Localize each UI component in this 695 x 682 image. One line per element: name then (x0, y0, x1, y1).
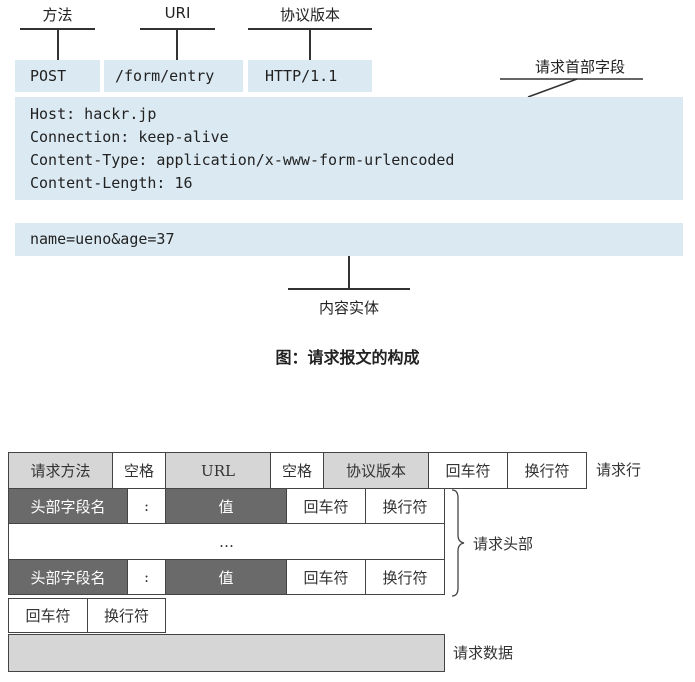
header-value-cell: 值 (165, 488, 287, 524)
uri-value: /form/entry (115, 67, 215, 85)
entity-label-line (288, 288, 410, 290)
version-box: HTTP/1.1 (248, 60, 372, 92)
entity-label: 内容实体 (318, 299, 379, 317)
line-feed-cell: 换行符 (87, 598, 166, 633)
protocol-version-label: 协议版本 (279, 6, 340, 24)
table-diagram: 请求方法 空格 URL 空格 协议版本 回车符 换行符 请求行 头部字段名 : … (0, 440, 695, 682)
uri-label-line (140, 28, 215, 30)
request-line-label: 请求行 (596, 461, 642, 479)
space-cell: 空格 (270, 452, 324, 489)
line-feed-cell: 换行符 (507, 452, 587, 489)
entity-pointer (348, 256, 350, 288)
method-label: 方法 (42, 6, 73, 24)
carriage-return-cell: 回车符 (8, 598, 88, 633)
request-method-cell: 请求方法 (8, 452, 113, 489)
ellipsis-row: … (8, 523, 445, 560)
header-value-cell: 值 (165, 559, 287, 595)
line-feed-cell: 换行符 (365, 488, 445, 524)
request-data-cell (8, 634, 445, 672)
protocol-version-cell: 协议版本 (323, 452, 429, 489)
uri-pointer (176, 28, 178, 60)
method-pointer (57, 28, 59, 60)
space-cell: 空格 (112, 452, 166, 489)
uri-label: URI (164, 4, 191, 22)
method-box: POST (15, 60, 100, 92)
carriage-return-cell: 回车符 (428, 452, 508, 489)
body-value: name=ueno&age=37 (30, 230, 175, 248)
request-header-label: 请求头部 (473, 535, 534, 553)
header-line: Content-Type: application/x-www-form-url… (30, 151, 455, 169)
colon-cell: : (127, 559, 166, 595)
body-box: name=ueno&age=37 (15, 223, 683, 256)
header-line: Content-Length: 16 (30, 174, 193, 192)
uri-box: /form/entry (104, 60, 243, 92)
figure-caption: 图：请求报文的构成 (275, 348, 420, 367)
protocol-version-pointer (309, 28, 311, 60)
request-data-label: 请求数据 (453, 644, 514, 662)
top-diagram: 方法 URI 协议版本 POST /form/entry HTTP/1.1 请求… (15, 4, 683, 367)
method-value: POST (30, 67, 67, 85)
version-value: HTTP/1.1 (265, 67, 338, 85)
headers-box: Host: hackr.jp Connection: keep-alive Co… (15, 97, 683, 200)
header-fields-label: 请求首部字段 (534, 58, 625, 76)
header-name-cell: 头部字段名 (8, 488, 128, 524)
colon-cell: : (127, 488, 166, 524)
url-cell: URL (165, 452, 271, 489)
request-header-brace (451, 489, 465, 597)
header-line: Host: hackr.jp (30, 105, 157, 123)
header-line: Connection: keep-alive (30, 128, 229, 146)
carriage-return-cell: 回车符 (286, 559, 366, 595)
line-feed-cell: 换行符 (365, 559, 445, 595)
header-fields-pointer (500, 78, 643, 98)
header-name-cell: 头部字段名 (8, 559, 128, 595)
carriage-return-cell: 回车符 (286, 488, 366, 524)
